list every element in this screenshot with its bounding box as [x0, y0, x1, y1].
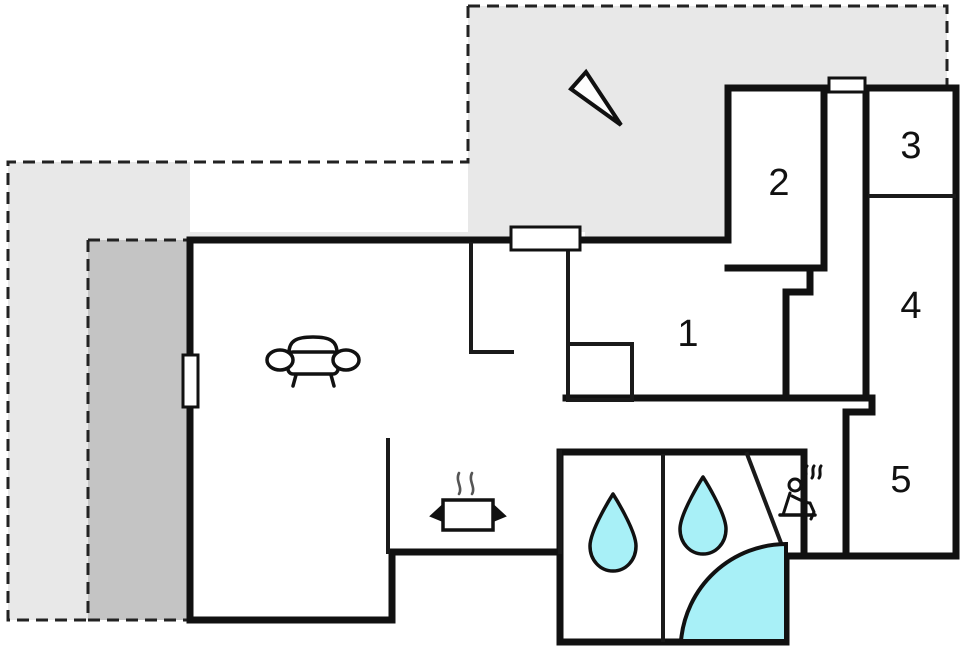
deck-area — [86, 238, 190, 622]
sofa-icon — [265, 335, 361, 388]
room-label-1: 1 — [677, 313, 698, 355]
whirlpool-icon — [678, 541, 788, 643]
cooking-pot-icon — [429, 471, 507, 532]
sauna-icon — [778, 464, 823, 521]
north-arrow-icon — [568, 68, 623, 127]
water-drop-icon — [588, 492, 638, 573]
room-label-4: 4 — [900, 285, 921, 327]
window-west — [181, 353, 200, 409]
window-north-room2 — [827, 76, 867, 94]
window-north-main — [509, 225, 582, 252]
water-drop-icon — [678, 475, 728, 556]
room-label-2: 2 — [768, 162, 789, 204]
room-label-3: 3 — [900, 125, 921, 167]
terrace-area — [6, 4, 949, 622]
room-label-5: 5 — [890, 459, 911, 501]
interior-walls — [386, 194, 956, 642]
openings — [181, 76, 867, 409]
